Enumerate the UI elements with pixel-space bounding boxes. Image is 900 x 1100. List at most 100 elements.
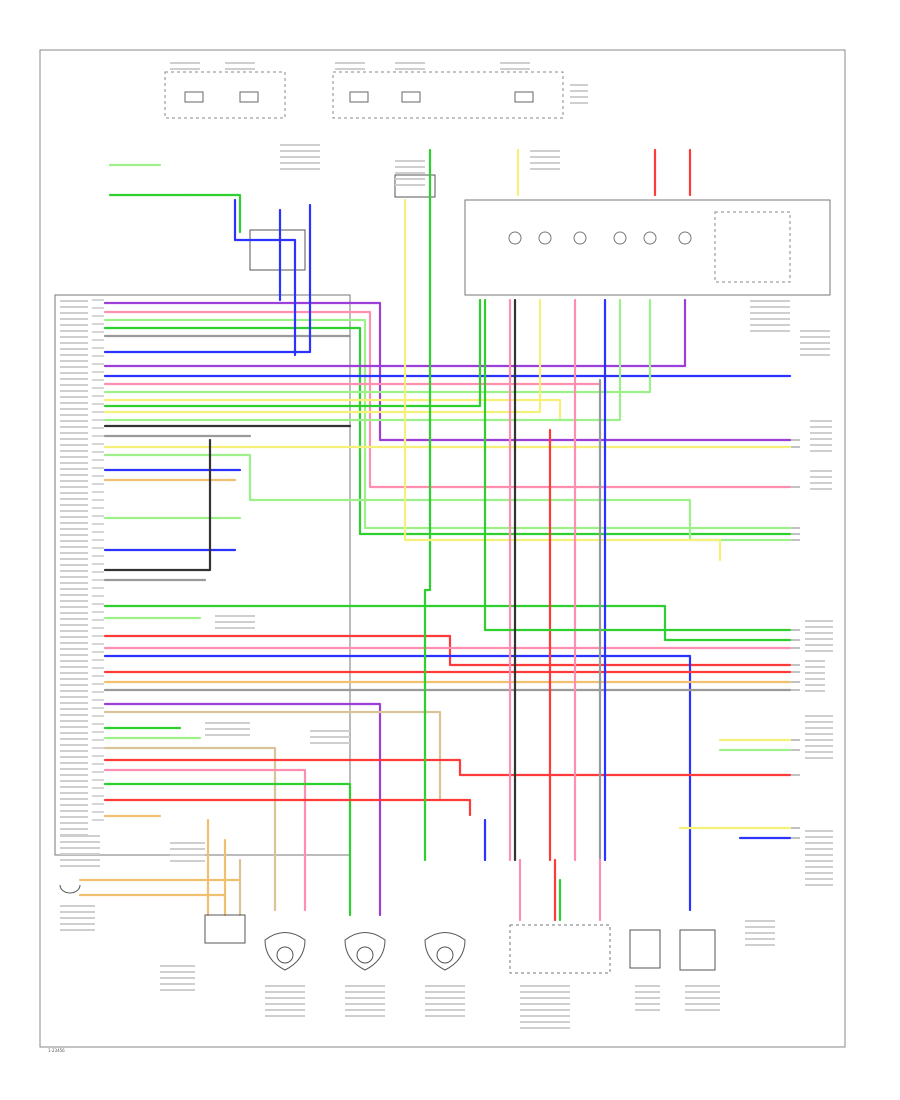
faint-mark <box>805 745 833 747</box>
faint-mark <box>160 977 195 979</box>
faint-mark <box>395 166 425 168</box>
faint-mark <box>805 854 833 856</box>
faint-mark <box>160 989 195 991</box>
faint-mark <box>60 642 88 644</box>
faint-mark <box>810 488 832 490</box>
faint-mark <box>60 624 88 626</box>
faint-mark <box>635 1003 660 1005</box>
faint-mark <box>685 1003 720 1005</box>
faint-mark <box>530 162 560 164</box>
wire-bundle <box>78 148 792 922</box>
faint-mark <box>60 732 88 734</box>
faint-mark <box>60 360 88 362</box>
wire-red-3 <box>103 758 792 777</box>
faint-mark <box>530 168 560 170</box>
faint-mark <box>60 905 95 907</box>
faint-mark <box>345 991 385 993</box>
faint-mark <box>520 1027 570 1029</box>
faint-mark <box>60 636 88 638</box>
faint-mark <box>800 342 830 344</box>
faint-mark <box>60 648 88 650</box>
faint-mark <box>215 615 255 617</box>
faint-mark <box>810 444 832 446</box>
faint-mark <box>805 727 833 729</box>
faint-mark <box>60 456 88 458</box>
wire-green-5 <box>103 782 352 917</box>
faint-mark <box>265 1009 305 1011</box>
faint-mark <box>810 470 832 472</box>
faint-mark <box>60 738 88 740</box>
faint-mark <box>60 780 88 782</box>
faint-mark <box>805 721 833 723</box>
faint-mark <box>160 983 195 985</box>
faint-mark <box>395 62 425 64</box>
faint-mark <box>60 630 88 632</box>
faint-mark <box>500 68 530 70</box>
faint-mark <box>60 911 95 913</box>
faint-mark <box>745 920 775 922</box>
faint-mark <box>60 330 88 332</box>
faint-mark <box>170 848 205 850</box>
faint-mark <box>60 786 88 788</box>
faint-mark <box>60 929 95 931</box>
faint-mark <box>60 390 88 392</box>
wire-pink-4 <box>103 768 307 912</box>
faint-mark <box>685 991 720 993</box>
faint-mark <box>60 516 88 518</box>
faint-mark <box>345 985 385 987</box>
wire-green-3 <box>103 604 792 642</box>
faint-mark <box>425 991 465 993</box>
faint-mark <box>810 420 832 422</box>
faint-mark <box>60 348 88 350</box>
faint-mark <box>805 644 833 646</box>
faint-mark <box>225 68 255 70</box>
faint-mark <box>810 426 832 428</box>
faint-mark <box>60 492 88 494</box>
wire-blue-1 <box>103 203 312 354</box>
faint-mark <box>310 730 350 732</box>
wire-lightgreen-1 <box>103 318 792 530</box>
faint-mark <box>60 540 88 542</box>
wire-violet-2 <box>103 298 687 368</box>
faint-mark <box>60 708 88 710</box>
faint-mark <box>280 144 320 146</box>
wire-tan-1 <box>103 710 442 802</box>
faint-mark <box>805 638 833 640</box>
faint-mark <box>60 546 88 548</box>
faint-mark <box>310 736 350 738</box>
faint-mark <box>800 336 830 338</box>
faint-mark <box>205 734 250 736</box>
wire-green-v2 <box>483 298 792 632</box>
faint-mark <box>530 150 560 152</box>
faint-mark <box>60 414 88 416</box>
faint-mark <box>335 62 365 64</box>
faint-mark <box>60 576 88 578</box>
wire-lightgreen-3 <box>103 298 622 422</box>
faint-mark <box>60 798 88 800</box>
faint-mark <box>810 432 832 434</box>
faint-mark <box>805 830 833 832</box>
faint-mark <box>280 162 320 164</box>
faint-mark <box>345 997 385 999</box>
faint-mark <box>60 474 88 476</box>
wire-violet-3 <box>103 702 382 917</box>
faint-mark <box>530 156 560 158</box>
faint-mark <box>805 715 833 717</box>
faint-mark <box>60 810 88 812</box>
faint-mark <box>60 396 88 398</box>
faint-mark <box>60 444 88 446</box>
faint-mark <box>160 971 195 973</box>
wire-red-1 <box>103 634 792 667</box>
faint-mark <box>800 330 830 332</box>
faint-mark <box>60 426 88 428</box>
faint-mark <box>215 627 255 629</box>
faint-mark <box>60 486 88 488</box>
faint-mark <box>60 498 88 500</box>
faint-mark <box>60 726 88 728</box>
faint-mark <box>60 504 88 506</box>
faint-mark <box>805 626 833 628</box>
faint-mark <box>520 1009 570 1011</box>
faint-mark <box>635 991 660 993</box>
faint-mark <box>60 702 88 704</box>
